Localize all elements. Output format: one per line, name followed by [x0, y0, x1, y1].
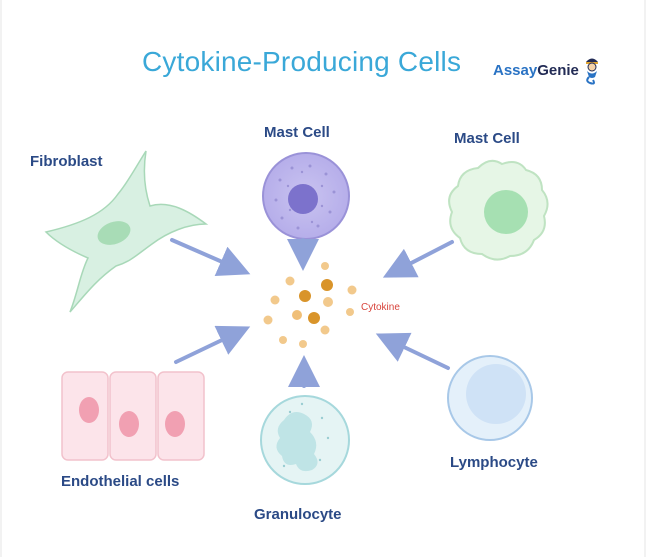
- cytokine-label: Cytokine: [361, 302, 400, 313]
- granulocyte-cell: [260, 395, 350, 485]
- arrow-from-endothelial: [174, 325, 251, 364]
- lymphocyte-label: Lymphocyte: [450, 454, 538, 471]
- lymphocyte-cell: [447, 355, 533, 441]
- arrows: [170, 238, 454, 388]
- arrow-from-mast-cell-right: [382, 240, 454, 278]
- logo-text-genie: Genie: [537, 61, 579, 79]
- granulocyte-label: Granulocyte: [254, 506, 342, 523]
- arrow-from-fibroblast: [170, 238, 251, 277]
- endothelial-cells: [61, 371, 205, 461]
- mast-cell-right: [448, 159, 549, 261]
- page-title: Cytokine-Producing Cells: [142, 46, 462, 77]
- arrow-from-lymphocyte: [375, 332, 450, 370]
- mast-cell-top-label: Mast Cell: [264, 124, 330, 141]
- mast-cell-right-label: Mast Cell: [454, 130, 520, 147]
- genie-icon: [585, 58, 598, 85]
- fibroblast-cell: [44, 150, 209, 313]
- mast-cell-top: [262, 152, 350, 240]
- cytokine-cluster: [263, 262, 357, 348]
- logo-text-assay: Assay: [493, 61, 538, 79]
- fibroblast-label: Fibroblast: [30, 153, 103, 170]
- endothelial-label: Endothelial cells: [61, 473, 180, 490]
